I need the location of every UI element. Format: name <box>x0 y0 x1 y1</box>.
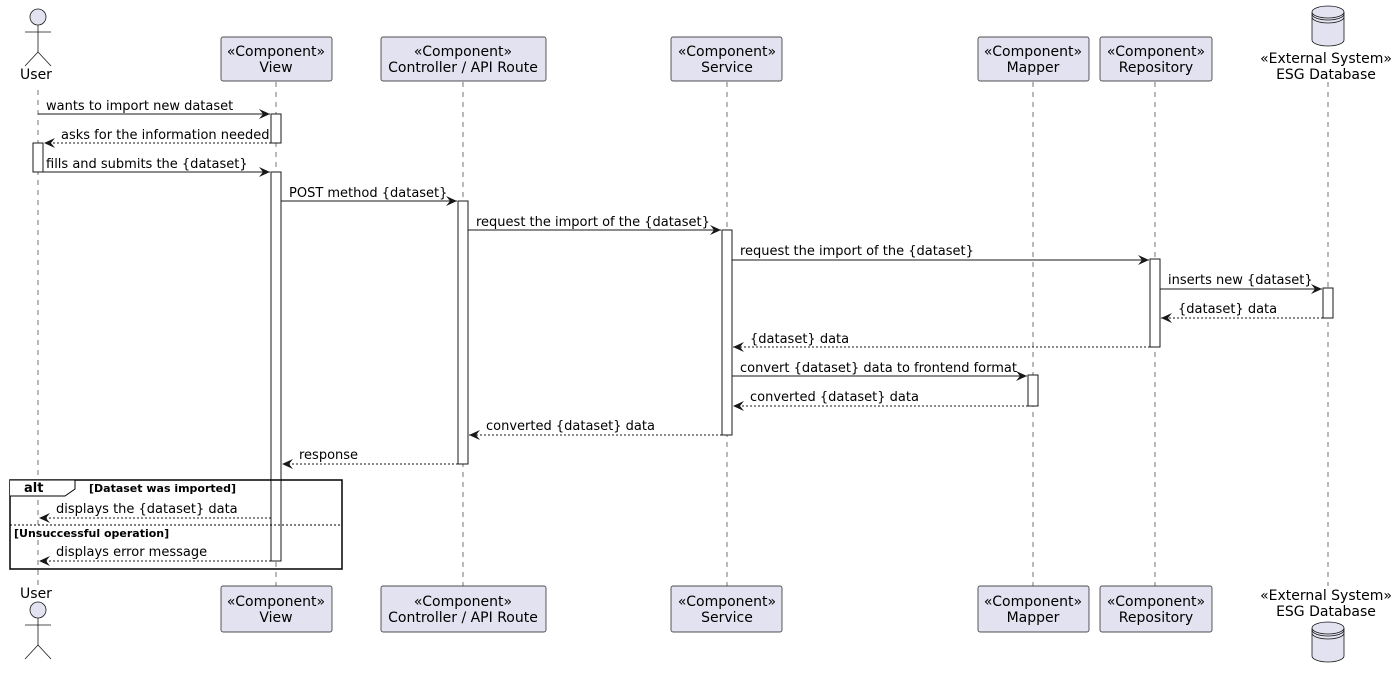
participant-stereotype: «Component» <box>984 594 1082 610</box>
message-label: convert {dataset} data to frontend forma… <box>740 361 1017 376</box>
participant-stereotype: «Component» <box>678 594 776 610</box>
participant-controller-top: «Component» Controller / API Route <box>380 36 547 82</box>
participant-repository-top: «Component» Repository <box>1099 36 1213 82</box>
participant-name: Service <box>701 610 753 626</box>
actor-leg-left <box>24 644 39 660</box>
message-label: request the import of the {dataset} <box>740 244 974 259</box>
participant-database-top: «External System» ESG Database <box>1260 5 1392 83</box>
participant-stereotype: «External System» <box>1260 588 1392 604</box>
alt-guard-1: [Dataset was imported] <box>89 482 236 495</box>
participant-mapper-bottom: «Component» Mapper <box>977 585 1090 633</box>
activation-controller <box>457 200 469 465</box>
message-label: POST method {dataset} <box>289 186 447 201</box>
message-label: displays the {dataset} data <box>56 502 238 517</box>
participant-stereotype: «Component» <box>414 594 512 610</box>
activation-service <box>721 229 733 436</box>
message-label: asks for the information needed <box>61 128 270 143</box>
participant-mapper-top: «Component» Mapper <box>977 36 1090 82</box>
alt-keyword: alt <box>24 481 43 496</box>
database-icon-rim <box>1311 13 1345 24</box>
alt-guard-2: [Unsuccessful operation] <box>14 527 169 540</box>
actor-head <box>29 601 47 619</box>
participant-stereotype: «Component» <box>227 594 325 610</box>
participant-box <box>220 36 333 82</box>
participant-repository-bottom: «Component» Repository <box>1099 585 1213 633</box>
participant-name: Controller / API Route <box>388 610 538 626</box>
actor-user-top: User <box>20 8 52 83</box>
participant-box <box>220 585 333 633</box>
activation-user-1 <box>32 142 44 173</box>
database-icon <box>1311 628 1345 663</box>
message-label: response <box>299 448 358 463</box>
activation-database <box>1322 287 1334 319</box>
participant-name: Controller / API Route <box>388 60 538 76</box>
message-label: {dataset} data <box>750 332 849 347</box>
participant-stereotype: «Component» <box>984 44 1082 60</box>
participant-box <box>380 36 547 82</box>
message-label: converted {dataset} data <box>750 390 919 405</box>
participant-box <box>977 36 1090 82</box>
alt-fragment: alt [Dataset was imported] [Unsuccessful… <box>9 479 343 570</box>
database-icon-top <box>1311 5 1345 19</box>
participant-stereotype: «Component» <box>227 44 325 60</box>
participant-box <box>670 36 783 82</box>
activation-view-1 <box>270 113 282 144</box>
message-label: displays error message <box>56 545 207 560</box>
actor-leg-left <box>24 51 39 67</box>
participant-user-name: User <box>20 586 52 602</box>
participant-stereotype: «Component» <box>678 44 776 60</box>
participant-view-bottom: «Component» View <box>220 585 333 633</box>
actor-leg-right <box>37 51 52 67</box>
database-icon-top <box>1311 621 1345 635</box>
participant-controller-bottom: «Component» Controller / API Route <box>380 585 547 633</box>
message-label: wants to import new dataset <box>46 99 233 114</box>
actor-leg-right <box>37 644 52 660</box>
message-label: converted {dataset} data <box>486 419 655 434</box>
activation-view-2 <box>270 171 282 562</box>
participant-name: Service <box>701 60 753 76</box>
participant-name: View <box>259 60 292 76</box>
participant-service-bottom: «Component» Service <box>670 585 783 633</box>
messages: wants to import new dataset asks for the… <box>38 99 1323 566</box>
message-label: request the import of the {dataset} <box>476 215 710 230</box>
participant-name: ESG Database <box>1276 604 1376 620</box>
participant-stereotype: «Component» <box>1107 44 1205 60</box>
database-icon <box>1311 12 1345 47</box>
participant-name: Repository <box>1119 60 1193 76</box>
participant-box <box>977 585 1090 633</box>
database-icon-rim <box>1311 629 1345 640</box>
alt-tab <box>10 479 76 497</box>
participants-bottom: User «Component» View «Component» Contro… <box>20 585 1392 663</box>
participant-stereotype: «External System» <box>1260 51 1392 67</box>
participant-stereotype: «Component» <box>1107 594 1205 610</box>
participant-name: Repository <box>1119 610 1193 626</box>
message-label: inserts new {dataset} <box>1168 273 1313 288</box>
participant-box <box>1099 36 1213 82</box>
participant-database-bottom: «External System» ESG Database <box>1260 588 1392 663</box>
actor-user-bottom: User <box>20 586 52 660</box>
participant-name: View <box>259 610 292 626</box>
participant-box <box>670 585 783 633</box>
message-label: fills and submits the {dataset} <box>46 157 248 172</box>
participant-stereotype: «Component» <box>414 44 512 60</box>
activations <box>32 113 1334 562</box>
participants-top: User «Component» View «Component» Contro… <box>20 5 1392 83</box>
participant-service-top: «Component» Service <box>670 36 783 82</box>
participant-name: ESG Database <box>1276 67 1376 83</box>
participant-name: Mapper <box>1007 610 1060 626</box>
participant-user-name: User <box>20 67 52 83</box>
participant-name: Mapper <box>1007 60 1060 76</box>
participant-view-top: «Component» View <box>220 36 333 82</box>
activation-mapper <box>1027 374 1039 407</box>
actor-head <box>29 8 47 26</box>
participant-box <box>380 585 547 633</box>
message-label: {dataset} data <box>1178 302 1277 317</box>
activation-repository <box>1149 258 1161 348</box>
participant-box <box>1099 585 1213 633</box>
